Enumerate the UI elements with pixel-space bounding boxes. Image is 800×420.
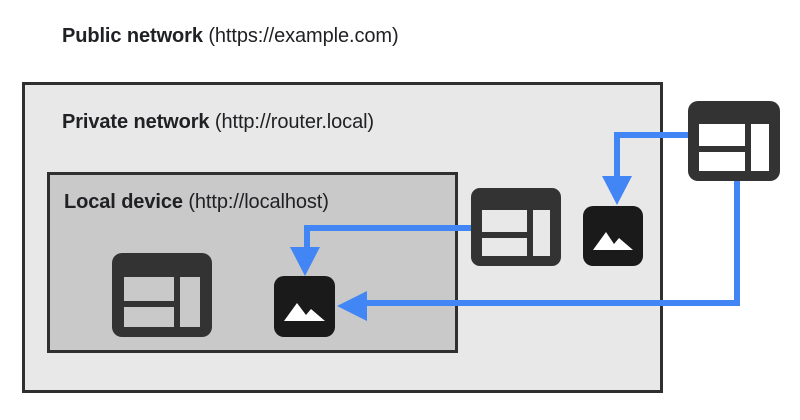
public-network-label: Public network (https://example.com) <box>62 24 399 48</box>
public-network-label-address: (https://example.com) <box>202 25 399 47</box>
local-device-label-bold: Local device <box>64 191 183 213</box>
private-network-label: Private network (http://router.local) <box>62 110 374 134</box>
browser-window-icon <box>112 253 212 337</box>
local-device-label: Local device (http://localhost) <box>64 190 329 214</box>
image-icon <box>583 206 643 266</box>
browser-window-icon <box>471 188 561 266</box>
private-network-label-bold: Private network <box>62 111 210 133</box>
local-device-label-address: (http://localhost) <box>182 191 329 213</box>
private-network-label-address: (http://router.local) <box>209 111 374 133</box>
image-icon <box>274 276 335 337</box>
browser-window-icon <box>688 101 780 181</box>
public-network-label-bold: Public network <box>62 25 203 47</box>
